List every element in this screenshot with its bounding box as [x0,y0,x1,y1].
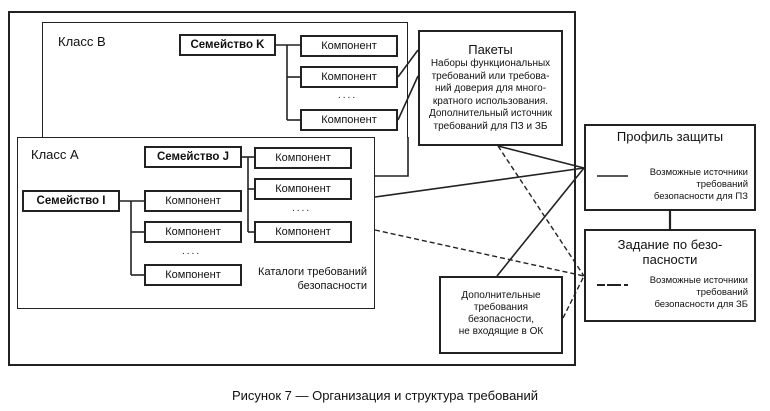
additional-requirements-text: Дополнительные требования безопасности, … [439,290,563,338]
component-to-packages-line [397,75,419,121]
packages-to-st-line [497,145,585,277]
additional-line: Дополнительные [461,290,541,301]
additional-to-pp-line [496,167,585,277]
packages-line: кратного использования. [432,95,549,107]
security-target-title-line1: Задание по безо- [617,237,723,252]
component-box: Компонент [300,35,398,57]
component-box: Компонент [144,264,242,286]
ellipsis: .... [182,246,202,257]
legend-line: безопасности для ПЗ [653,191,748,202]
family-i-box: Семейство I [22,190,120,212]
component-box: Компонент [300,109,398,131]
catalog-label-line1: Каталоги требований [258,266,367,278]
additional-line: не входящие в ОК [458,326,544,337]
packages-line: ний доверия для много- [434,83,547,94]
legend-line: Возможные источники [649,167,748,178]
component-box: Компонент [144,221,242,243]
packages-line: требований или требова- [431,70,550,82]
legend-line: безопасности для ЗБ [654,299,748,310]
component-box: Компонент [254,178,352,200]
additional-to-st-line [562,275,585,319]
legend-line: Возможные источники [649,275,748,286]
component-to-packages-line [397,49,419,78]
family-j-box: Семейство J [144,146,242,168]
packages-title: Пакеты [468,42,513,57]
component-box: Компонент [300,66,398,88]
protection-profile-title: Профиль защиты [616,129,724,144]
packages-line: требований для ПЗ и ЗБ [433,120,548,132]
security-target-box [584,229,756,322]
protection-profile-box [584,124,756,211]
component-box: Компонент [144,190,242,212]
class-a-label: Класс А [31,147,79,162]
additional-requirements-box [439,276,563,354]
ellipsis: .... [292,203,312,214]
packages-box [418,30,563,146]
component-box: Компонент [254,147,352,169]
family-k-box: Семейство K [179,34,276,56]
legend-line: требований [696,179,748,190]
protection-profile-legend: Возможные источники требований безопасно… [650,167,748,203]
legend-line: требований [696,287,748,298]
security-target-legend: Возможные источники требований безопасно… [650,275,748,311]
class-b-extension [375,137,409,177]
class-b-label: Класс В [58,34,106,49]
packages-description: Наборы функциональных требований или тре… [418,58,563,133]
security-target-title-line2: пасности [642,252,698,267]
additional-line: безопасности, [468,314,534,325]
additional-line: требования [473,302,529,313]
packages-line: Дополнительный источник [428,108,553,119]
component-box: Компонент [254,221,352,243]
figure-caption: Рисунок 7 — Организация и структура треб… [231,388,539,403]
class-a-to-st-line [374,229,585,277]
packages-line: Наборы функциональных [430,58,551,69]
class-a-to-pp-line [374,167,585,198]
ellipsis: .... [338,90,358,101]
packages-to-pp-line [497,145,585,169]
catalog-label-line2: безопасности [297,280,367,292]
